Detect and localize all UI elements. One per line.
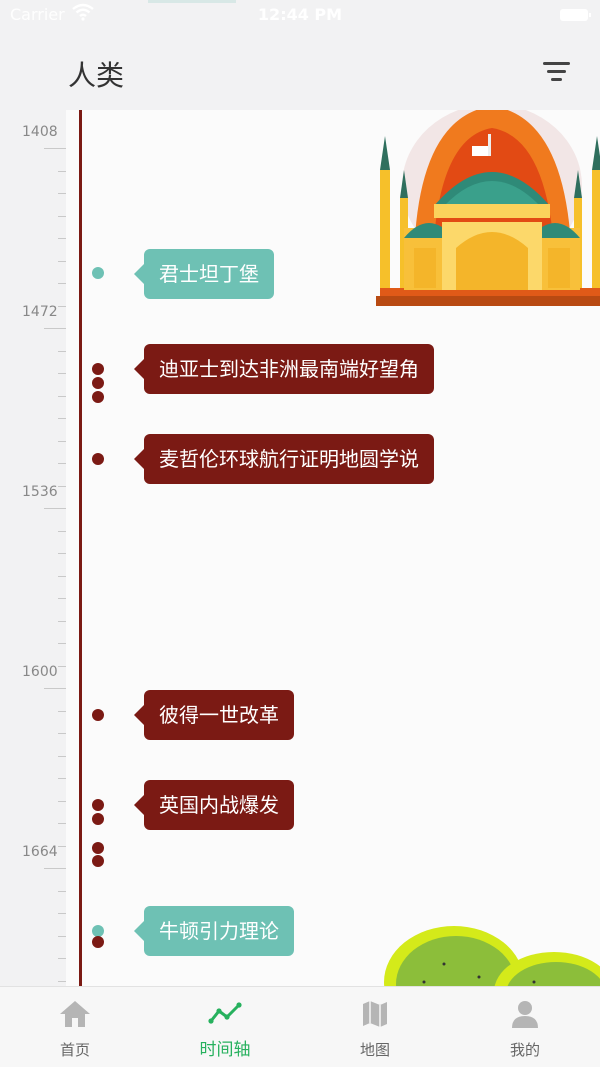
ruler-minor-tick — [58, 215, 66, 217]
ruler-minor-tick — [58, 665, 66, 667]
ruler-minor-tick — [58, 913, 66, 914]
ruler-major-tick — [44, 508, 66, 509]
event-marker — [92, 855, 104, 867]
ruler-minor-tick — [58, 710, 66, 712]
ruler-minor-tick — [58, 193, 66, 194]
ruler-minor-tick — [58, 440, 66, 442]
tab-home[interactable]: 首页 — [0, 987, 150, 1067]
ruler-minor-tick — [58, 373, 66, 374]
home-icon — [60, 1001, 90, 1027]
event-marker — [92, 709, 104, 721]
ruler-minor-tick — [58, 643, 66, 644]
event-marker — [92, 799, 104, 811]
event-bubble[interactable]: 牛顿引力理论 — [134, 906, 294, 956]
ruler-minor-tick — [58, 283, 66, 284]
page-title: 人类 — [68, 59, 125, 92]
tab-label: 地图 — [359, 1041, 390, 1059]
tab-label: 首页 — [59, 1041, 90, 1059]
mosque-illustration — [376, 110, 600, 306]
ruler-minor-tick — [58, 733, 66, 734]
ruler-minor-tick — [58, 305, 66, 307]
event-marker — [92, 453, 104, 465]
ruler-minor-tick — [58, 170, 66, 172]
tab-label: 我的 — [509, 1041, 540, 1059]
wifi-icon — [72, 3, 94, 25]
ruler-minor-tick — [58, 845, 66, 847]
ruler-major-tick — [44, 328, 66, 329]
event-bubble[interactable]: 英国内战爆发 — [134, 780, 294, 830]
ruler-minor-tick — [58, 980, 66, 982]
tab-label: 时间轴 — [199, 1040, 251, 1060]
tab-bar: 首页 时间轴 地图 我的 — [0, 986, 600, 1067]
tab-timeline[interactable]: 时间轴 — [150, 987, 300, 1067]
ruler-year: 1664 — [22, 844, 58, 860]
ruler-minor-tick — [58, 418, 66, 419]
ruler-minor-tick — [58, 958, 66, 959]
timeline-panel[interactable]: 君士坦丁堡 迪亚士到达非洲最南端好望角 麦哲伦环球航行证明地圆学说 彼得一世改革… — [66, 110, 600, 986]
ruler-major-tick — [44, 148, 66, 149]
ruler-minor-tick — [58, 935, 66, 937]
event-marker — [92, 377, 104, 389]
ruler-minor-tick — [58, 260, 66, 262]
ruler-year: 1600 — [22, 664, 58, 680]
status-time: 12:44 PM — [257, 5, 343, 24]
bush-illustration — [384, 926, 600, 986]
ruler-minor-tick — [58, 238, 66, 239]
ruler-minor-tick — [58, 800, 66, 802]
ruler-year: 1536 — [22, 484, 58, 500]
event-bubble[interactable]: 君士坦丁堡 — [134, 249, 274, 299]
timeline-axis — [79, 110, 82, 986]
event-marker — [92, 267, 104, 279]
event-bubble[interactable]: 麦哲伦环球航行证明地圆学说 — [134, 434, 434, 484]
carrier-label: Carrier — [10, 5, 65, 24]
event-bubble[interactable]: 彼得一世改革 — [134, 690, 294, 740]
ruler-major-tick — [44, 688, 66, 689]
user-icon — [512, 1001, 538, 1028]
tab-profile[interactable]: 我的 — [450, 987, 600, 1067]
ruler-minor-tick — [58, 575, 66, 577]
ruler-minor-tick — [58, 485, 66, 487]
event-marker — [92, 936, 104, 948]
event-bubble[interactable]: 迪亚士到达非洲最南端好望角 — [134, 344, 434, 394]
ruler-major-tick — [44, 868, 66, 869]
ruler-minor-tick — [58, 890, 66, 892]
event-marker — [92, 925, 104, 937]
battery-icon — [560, 9, 591, 21]
status-bar: Carrier 12:44 PM — [0, 0, 600, 30]
ruler-minor-tick — [58, 598, 66, 599]
event-marker — [92, 391, 104, 403]
ruler-minor-tick — [58, 620, 66, 622]
ruler-minor-tick — [58, 350, 66, 352]
ruler-year: 1408 — [22, 124, 58, 140]
map-icon — [363, 1001, 387, 1027]
filter-icon — [543, 62, 570, 81]
event-marker — [92, 363, 104, 375]
year-ruler[interactable]: 1408 1472 1536 1600 1664 — [0, 110, 66, 1004]
event-marker — [92, 813, 104, 825]
ruler-year: 1472 — [22, 304, 58, 320]
tab-map[interactable]: 地图 — [300, 987, 450, 1067]
event-marker — [92, 842, 104, 854]
ruler-minor-tick — [58, 778, 66, 779]
ruler-minor-tick — [58, 530, 66, 532]
filter-button[interactable] — [538, 58, 576, 88]
ruler-minor-tick — [58, 553, 66, 554]
timeline-icon — [208, 1002, 242, 1024]
ruler-minor-tick — [58, 823, 66, 824]
navigation-bar: 人类 — [0, 30, 600, 110]
status-indicator — [148, 0, 236, 3]
ruler-minor-tick — [58, 395, 66, 397]
ruler-minor-tick — [58, 755, 66, 757]
ruler-minor-tick — [58, 463, 66, 464]
